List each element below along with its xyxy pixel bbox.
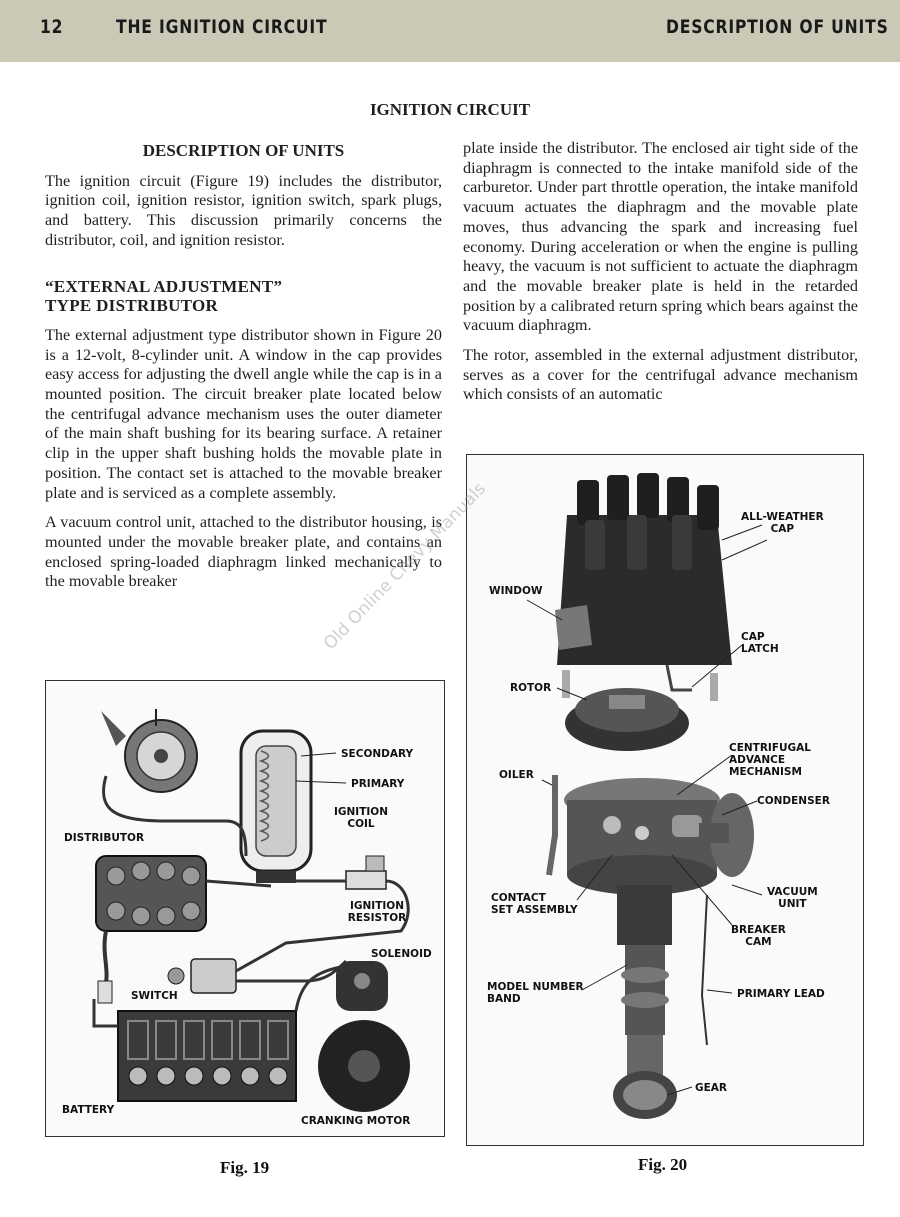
label-oiler: OILER [499,769,534,781]
section-running-title: DESCRIPTION OF UNITS [666,16,889,38]
distributor-drawing [101,709,198,793]
label-breaker-cam-line2: CAM [745,936,772,948]
all-weather-cap-drawing [555,473,732,665]
paragraph-vacuum-control: A vacuum control unit, attached to the d… [45,513,442,591]
label-primary: PRIMARY [351,778,405,790]
label-all-weather-cap-line1: ALL-WEATHER [741,511,824,523]
label-gear: GEAR [695,1082,728,1094]
figure-20-distributor: ALL-WEATHER CAP WINDOW CAP LATCH ROTOR C… [466,454,864,1146]
figure-19-ignition-circuit: SECONDARY PRIMARY IGNITION COIL DISTRIBU… [45,680,445,1137]
switch-drawing [167,958,237,994]
distributor-cap-drawing [95,855,207,1004]
label-centrifugal-line2: ADVANCE [729,754,786,766]
label-breaker-cam-line1: BREAKER [731,924,786,936]
label-window: WINDOW [489,585,543,597]
label-condenser: CONDENSER [757,795,830,807]
chapter-title: THE IGNITION CIRCUIT [116,16,328,38]
label-ignition-resistor: IGNITION RESISTOR [342,900,412,924]
label-cap-latch: CAP LATCH [741,631,779,655]
heading-external-adjustment: “EXTERNAL ADJUSTMENT” TYPE DISTRIBUTOR [45,277,442,316]
cranking-motor-drawing [318,961,410,1112]
label-secondary: SECONDARY [341,748,414,760]
label-cap-latch-line1: CAP [741,631,765,643]
label-vacuum-unit: VACUUM UNIT [767,886,818,910]
heading-line-2: TYPE DISTRIBUTOR [45,296,219,316]
right-column: plate inside the distributor. The enclos… [463,139,858,405]
battery-drawing [117,1010,297,1102]
label-ignition-coil: IGNITION COIL [331,806,391,830]
label-vacuum-unit-line1: VACUUM [767,886,818,898]
label-centrifugal-line1: CENTRIFUGAL [729,742,811,754]
page-number: 12 [40,16,64,38]
left-column: DESCRIPTION OF UNITS The ignition circui… [45,141,442,592]
label-breaker-cam: BREAKER CAM [731,924,786,948]
label-model-number-line1: MODEL NUMBER [487,981,584,993]
label-model-number-line2: BAND [487,993,521,1005]
label-all-weather-cap-line2: CAP [770,523,795,535]
label-all-weather-cap: ALL-WEATHER CAP [741,511,824,535]
label-contact-set-line1: CONTACT [491,892,546,904]
label-vacuum-unit-line2: UNIT [778,898,807,910]
label-ignition-coil-line2: COIL [347,818,375,830]
ignition-coil-drawing [239,729,313,883]
paragraph-intro: The ignition circuit (Figure 19) include… [45,171,442,249]
section-title: IGNITION CIRCUIT [369,100,531,119]
label-centrifugal-advance: CENTRIFUGAL ADVANCE MECHANISM [729,742,811,778]
label-battery: BATTERY [62,1104,115,1116]
figure-19-caption: Fig. 19 [220,1158,270,1177]
label-ignition-resistor-line2: RESISTOR [347,912,407,924]
label-contact-set-line2: SET ASSEMBLY [491,904,578,916]
distributor-exploded-drawing [526,473,768,1119]
heading-line-1: “EXTERNAL ADJUSTMENT” [45,276,283,296]
wiring-drawing [92,775,410,1028]
shaft-drawing [613,885,677,1119]
label-switch: SWITCH [131,990,178,1002]
label-contact-set-assembly: CONTACT SET ASSEMBLY [491,892,578,916]
vacuum-unit-drawing [699,793,754,877]
label-primary-lead: PRIMARY LEAD [737,988,825,1000]
heading-description-of-units: DESCRIPTION OF UNITS [142,141,345,160]
centrifugal-mechanism-drawing [564,778,720,895]
label-cap-latch-line2: LATCH [741,643,779,655]
label-solenoid: SOLENOID [371,948,432,960]
rotor-drawing [562,670,718,751]
ignition-resistor-drawing [345,855,387,890]
page-header: 12 THE IGNITION CIRCUIT DESCRIPTION OF U… [0,0,900,62]
label-distributor: DISTRIBUTOR [64,832,145,844]
label-cranking-motor: CRANKING MOTOR [301,1115,411,1127]
label-centrifugal-line3: MECHANISM [729,766,802,778]
ignition-circuit-drawing [92,709,410,1112]
figure-20-caption: Fig. 20 [638,1155,688,1174]
label-ignition-resistor-line1: IGNITION [349,900,404,912]
label-ignition-coil-line1: IGNITION [333,806,388,818]
paragraph-rotor: The rotor, assembled in the external adj… [463,346,858,404]
label-rotor: ROTOR [510,682,552,694]
label-model-number-band: MODEL NUMBER BAND [487,981,584,1005]
paragraph-distributor: The external adjustment type distributor… [45,325,442,502]
paragraph-plate: plate inside the distributor. The enclos… [463,139,858,335]
